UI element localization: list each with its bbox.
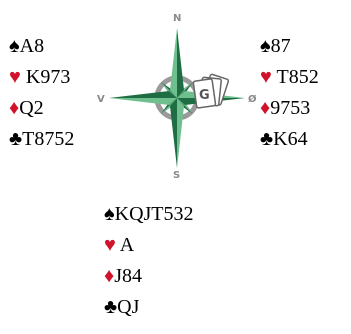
- club-suit-icon: ♣: [9, 128, 23, 150]
- west-spades: ♠A8: [9, 31, 74, 62]
- south-hearts: ♥ A: [104, 230, 194, 261]
- south-diamonds: ♦J84: [104, 261, 194, 292]
- east-label: Ø: [248, 93, 257, 105]
- south-spades: ♠KQJT532: [104, 199, 194, 230]
- heart-suit-icon: ♥: [104, 234, 116, 256]
- heart-suit-icon: ♥: [9, 66, 21, 88]
- east-hand: ♠87 ♥ T852 ♦9753 ♣K64: [260, 31, 319, 155]
- west-diamonds: ♦Q2: [9, 93, 74, 124]
- compass-rose: G N S V Ø: [97, 13, 257, 180]
- west-label: V: [97, 94, 105, 105]
- south-clubs: ♣QJ: [104, 292, 194, 323]
- diamond-suit-icon: ♦: [260, 97, 271, 119]
- south-spades-cards: KQJT532: [114, 203, 194, 225]
- east-spades: ♠87: [260, 31, 319, 62]
- spade-suit-icon: ♠: [9, 35, 20, 57]
- south-hand: ♠KQJT532 ♥ A ♦J84 ♣QJ: [104, 199, 194, 323]
- south-clubs-cards: QJ: [117, 296, 140, 318]
- west-clubs-cards: T8752: [22, 128, 75, 150]
- club-suit-icon: ♣: [104, 296, 118, 318]
- heart-suit-icon: ♥: [260, 66, 272, 88]
- west-hearts: ♥ K973: [9, 62, 74, 93]
- spade-suit-icon: ♠: [104, 203, 115, 225]
- diamond-suit-icon: ♦: [104, 265, 115, 287]
- east-diamonds: ♦9753: [260, 93, 319, 124]
- diamond-suit-icon: ♦: [9, 97, 20, 119]
- west-spades-cards: A8: [19, 35, 45, 57]
- west-hearts-cards: K973: [20, 66, 71, 88]
- cards-icon-letter: G: [199, 88, 210, 103]
- east-clubs-cards: K64: [273, 128, 308, 150]
- west-hand: ♠A8 ♥ K973 ♦Q2 ♣T8752: [9, 31, 74, 155]
- compass-diagonal-points: [161, 82, 193, 114]
- south-hearts-cards: A: [115, 234, 135, 256]
- club-suit-icon: ♣: [260, 128, 274, 150]
- east-hearts-cards: T852: [271, 66, 319, 88]
- east-spades-cards: 87: [270, 35, 291, 57]
- west-clubs: ♣T8752: [9, 124, 74, 155]
- spade-suit-icon: ♠: [260, 35, 271, 57]
- south-diamonds-cards: J84: [114, 265, 143, 287]
- east-diamonds-cards: 9753: [270, 97, 311, 119]
- east-clubs: ♣K64: [260, 124, 319, 155]
- east-hearts: ♥ T852: [260, 62, 319, 93]
- south-label: S: [173, 170, 180, 180]
- west-diamonds-cards: Q2: [19, 97, 44, 119]
- compass-main-points: [109, 28, 245, 168]
- north-label: N: [173, 13, 181, 24]
- cards-icon: G: [192, 73, 230, 109]
